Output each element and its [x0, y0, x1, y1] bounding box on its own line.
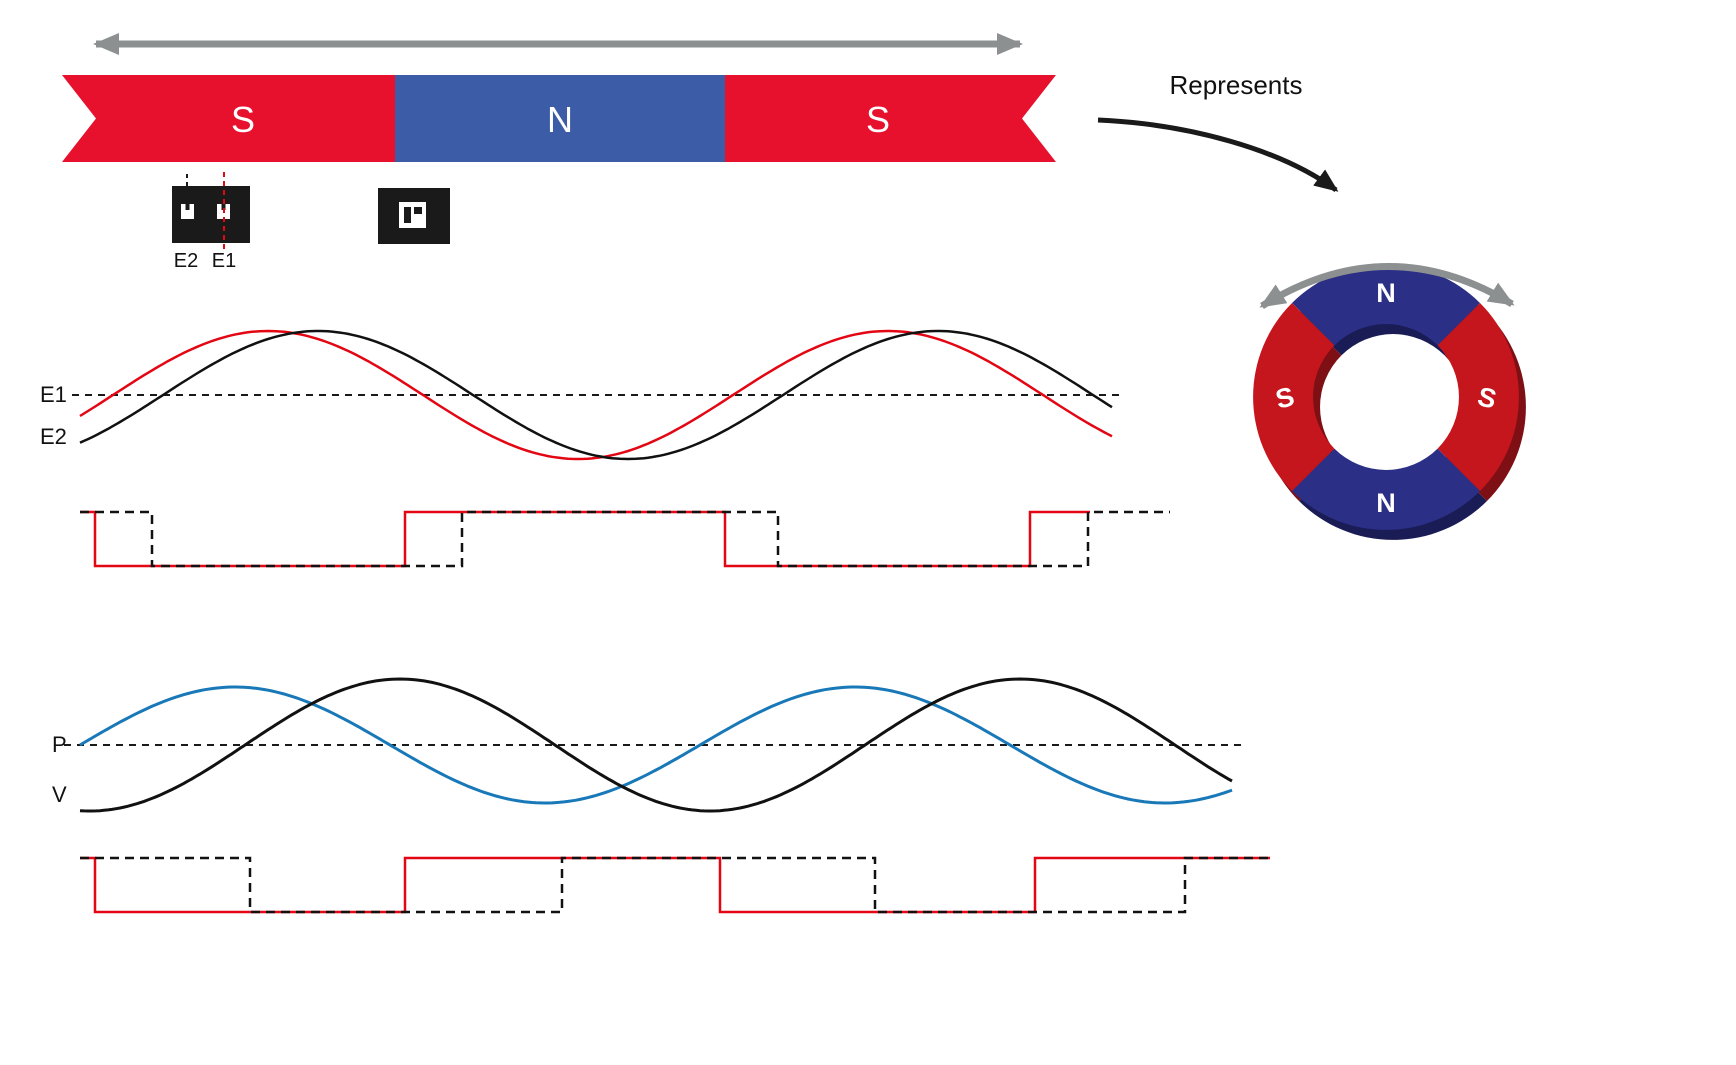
square-E1-digital [80, 510, 1090, 568]
sensor-label-e1: E1 [212, 250, 236, 272]
hall-element-e1-notch [221, 204, 226, 210]
sine-V [79, 677, 1233, 813]
sine-P [79, 685, 1233, 805]
square-V-digital [80, 856, 1270, 914]
ring-quadrant-left [1253, 303, 1335, 491]
rotation-arrow [1259, 263, 1515, 309]
rotation-arrow-path [1259, 263, 1515, 309]
ring-label-n-bottom: N [1376, 488, 1396, 518]
ic-die [399, 202, 426, 228]
sine-E1 [79, 329, 1113, 461]
sensor-assembly: E2 E1 [172, 172, 250, 272]
sine-E2 [79, 329, 1113, 461]
represents-arrow [1097, 117, 1339, 193]
pole-label-s-right: S [866, 99, 890, 140]
waveforms [64, 329, 1270, 914]
label-e1: E1 [40, 382, 67, 407]
magnet-pole-s-left [62, 75, 395, 162]
ring-label-n-top: N [1376, 278, 1396, 308]
magnet-pole-s-right [725, 75, 1056, 162]
ring-quadrant-bottom [1292, 448, 1480, 530]
represents-arrow-path [1097, 117, 1339, 193]
ic-die-mark-1 [404, 207, 411, 223]
label-p: P [52, 732, 67, 757]
ic-die-mark-2 [414, 207, 422, 214]
ring-quadrant-right [1437, 303, 1519, 491]
pole-label-s-left: S [231, 99, 255, 140]
represents-label: Represents [1170, 70, 1303, 100]
pole-label-n: N [547, 99, 573, 140]
magnet-strip: S N S [62, 75, 1056, 162]
sensor-ic [378, 188, 450, 244]
hall-element-e2-notch [185, 204, 190, 210]
waveform-labels: E1 E2 P V [40, 382, 67, 807]
label-e2: E2 [40, 424, 67, 449]
label-v: V [52, 782, 67, 807]
sensor-label-e2: E2 [174, 250, 198, 272]
square-P-digital [80, 856, 1270, 914]
hall-element-e2 [181, 204, 194, 219]
magnet-pole-n [395, 75, 725, 162]
square-E2-digital [80, 510, 1170, 568]
